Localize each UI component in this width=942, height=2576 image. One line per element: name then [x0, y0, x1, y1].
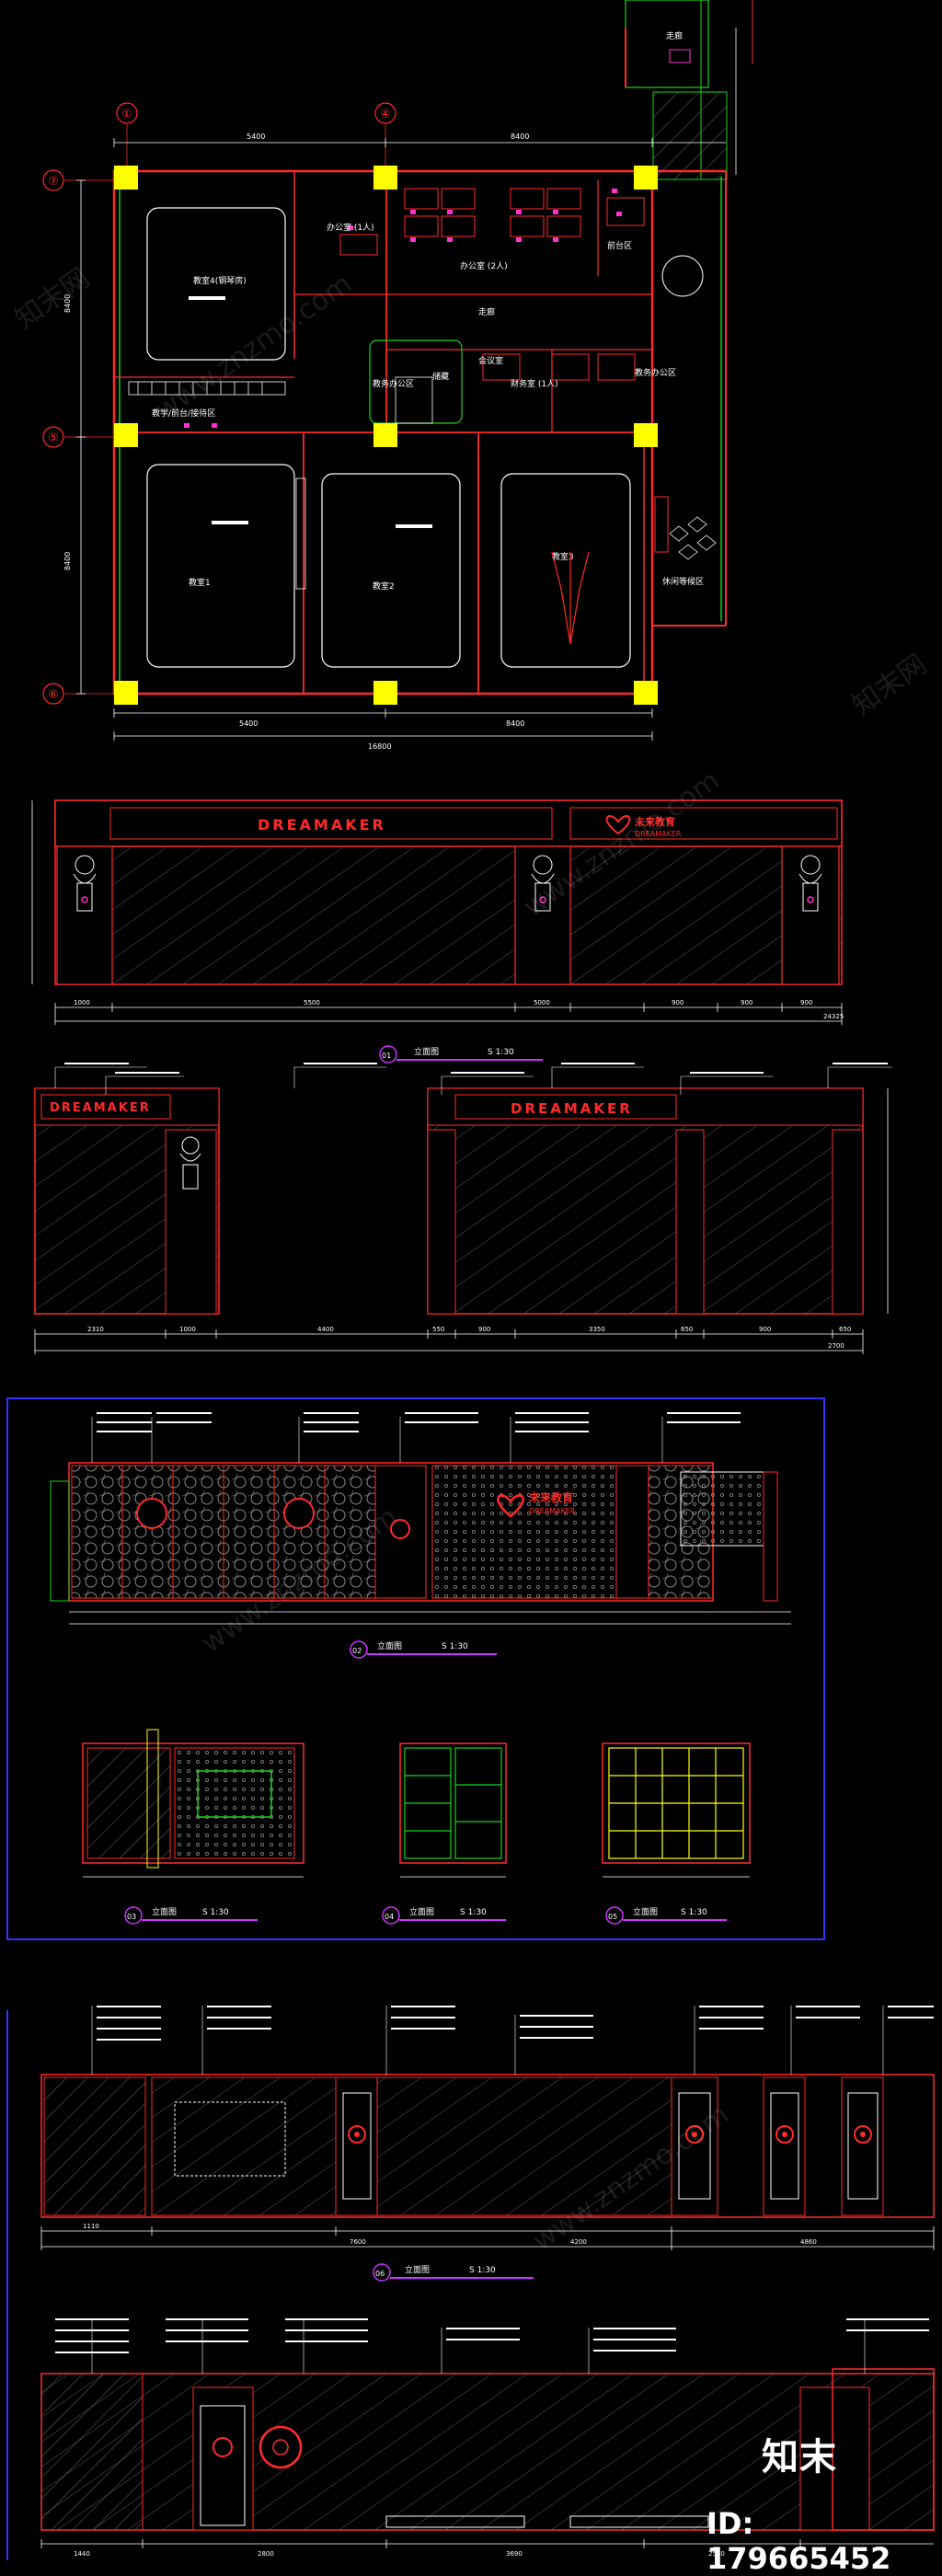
elevation-scale: S 1:30 — [442, 1642, 468, 1651]
columns — [114, 166, 658, 705]
dim-text: 8400 — [506, 719, 524, 728]
dim-total: 2700 — [828, 1342, 844, 1350]
elevation-number: 05 — [608, 1913, 617, 1921]
dim-text: 4400 — [317, 1326, 334, 1333]
dim-text: 900 — [478, 1326, 490, 1333]
sign-dreamaker: DREAMAKER — [50, 1101, 151, 1115]
heart-icon — [497, 1494, 524, 1518]
elevation-number: 06 — [375, 2270, 385, 2278]
dim-text: 2550 — [708, 2550, 725, 2558]
elevation-scale: S 1:30 — [469, 2266, 496, 2275]
dim-text: 5000 — [534, 999, 550, 1006]
dim-text: 900 — [672, 999, 684, 1006]
dim-text: 1440 — [74, 2550, 90, 2558]
room-label: 休闲等候区 — [662, 576, 704, 587]
grid-label: ⑦ — [48, 175, 59, 189]
room-label: 储藏 — [432, 371, 449, 382]
dim-text: 3690 — [506, 2550, 523, 2558]
room-label: 走廊 — [478, 306, 495, 317]
brand-logo-text: 知末 — [762, 2436, 837, 2478]
elevation-number: 02 — [352, 1647, 362, 1655]
dim-text: 5500 — [304, 999, 320, 1006]
room-label: 教室3 — [552, 551, 574, 562]
dim-text: 4860 — [800, 2238, 817, 2246]
room-label: 教学/前台/接待区 — [152, 408, 215, 419]
grid-label: ④ — [380, 108, 391, 121]
heart-icon — [605, 815, 631, 835]
sign-dreamaker: DREAMAKER — [511, 1100, 633, 1117]
dim-text: 1110 — [83, 2223, 99, 2230]
elevation-number: 01 — [382, 1052, 391, 1060]
elevation-scale: S 1:30 — [202, 1908, 229, 1917]
elevation-scale: S 1:30 — [460, 1908, 487, 1917]
dim-text: 900 — [741, 999, 752, 1006]
dim-text: 650 — [839, 1326, 851, 1333]
elevation-sheet-02: 未来教育 DREAMAKER 02 立面图 S 1:30 — [6, 1397, 825, 1940]
elevation-number: 03 — [127, 1913, 136, 1921]
room-label: 教室1 — [189, 577, 211, 588]
sign-logo-sub: DREAMAKER — [635, 830, 682, 838]
sign-dreamaker: DREAMAKER — [258, 816, 386, 834]
dim-text: 2310 — [87, 1326, 104, 1333]
dim-text: 4200 — [570, 2238, 587, 2246]
elevation-label: 立面图 — [409, 1906, 434, 1917]
dim-text: 5400 — [239, 719, 258, 728]
dim-total: 24325 — [823, 1013, 844, 1020]
room-label: 会议室 — [478, 355, 503, 366]
elevation-label: 立面图 — [405, 2264, 430, 2275]
dim-text: 550 — [432, 1326, 444, 1333]
dim-text: 5400 — [247, 132, 265, 141]
room-label: 前台区 — [607, 240, 632, 251]
room-label: 财务室 (1人) — [511, 378, 558, 389]
dim-text: 900 — [759, 1326, 771, 1333]
elevation-label: 立面图 — [414, 1046, 439, 1057]
dim-text: 900 — [800, 999, 812, 1006]
elevation-number: 04 — [385, 1913, 394, 1921]
elevation-07: 1440 2800 3690 2550 — [40, 2318, 935, 2558]
dim-text: 8400 — [511, 132, 529, 141]
dim-text: 8400 — [63, 552, 72, 570]
grid-label: ⑥ — [48, 688, 59, 702]
room-label: 教务办公区 — [373, 378, 414, 389]
room-label: 教室4(钢琴房) — [193, 275, 247, 286]
dim-total: 16800 — [368, 742, 391, 751]
stair-label: 走廊 — [666, 30, 683, 41]
image-id-label: ID: 179665452 — [706, 2506, 891, 2576]
elevation-02: DREAMAKER DREAMAKER — [34, 1063, 892, 1354]
floor-plan: 走廊 — [42, 0, 753, 751]
dim-text: 8400 — [63, 294, 72, 313]
logo-sub: DREAMAKER — [529, 1507, 576, 1515]
elevation-label: 立面图 — [152, 1906, 177, 1917]
dim-text: 1000 — [74, 999, 90, 1006]
elevation-scale: S 1:30 — [488, 1048, 514, 1057]
dim-text: 650 — [681, 1326, 693, 1333]
elevation-01: DREAMAKER 未来教育 DREAMAKER 1000 5500 — [31, 799, 844, 1064]
grid-label: ⑤ — [48, 431, 59, 445]
logo-text: 未来教育 — [528, 1490, 573, 1504]
grid-label: ① — [121, 108, 132, 121]
elevation-scale: S 1:30 — [681, 1908, 707, 1917]
dim-text: 1000 — [179, 1326, 196, 1333]
dim-text: 2800 — [258, 2550, 274, 2558]
sign-logo-text: 未来教育 — [634, 815, 675, 828]
room-label: 办公室 (1人) — [327, 222, 374, 233]
elevation-label: 立面图 — [377, 1640, 402, 1651]
dim-text: 7600 — [350, 2238, 366, 2246]
room-label: 教务办公区 — [635, 367, 676, 378]
elevation-06: 1110 7600 4200 4860 06 立面图 S 1:30 — [6, 2006, 935, 2560]
elevation-label: 立面图 — [633, 1906, 658, 1917]
dim-text: 3350 — [589, 1326, 605, 1333]
room-label: 教室2 — [373, 581, 395, 592]
room-label: 办公室 (2人) — [460, 260, 508, 271]
